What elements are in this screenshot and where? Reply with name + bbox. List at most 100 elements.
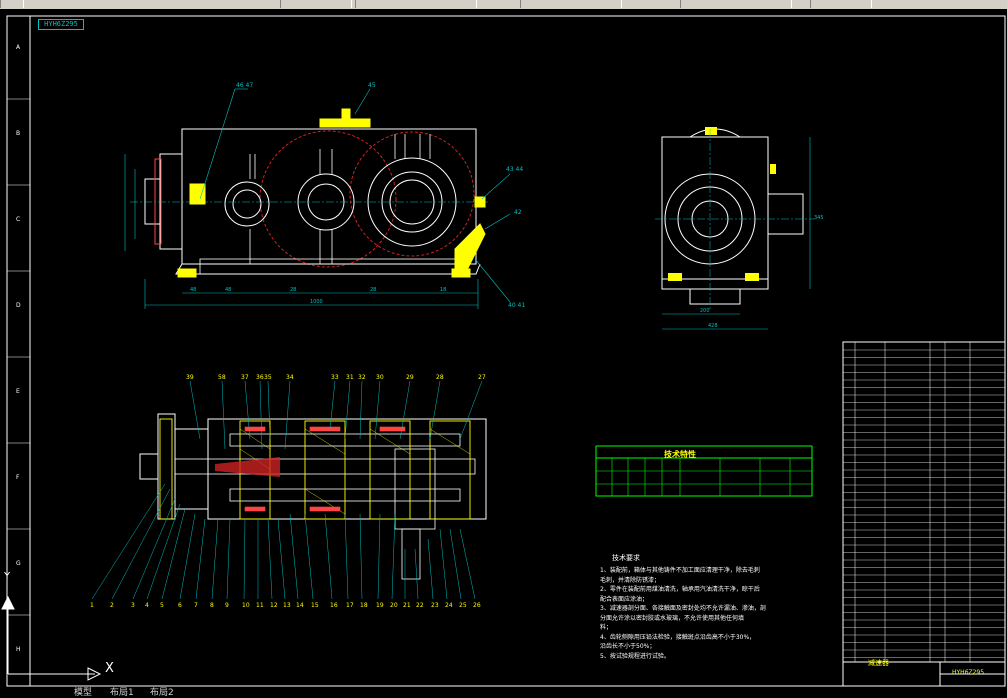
- toolbar-dropdown[interactable]: [520, 0, 622, 8]
- ucs-y-label: Y: [4, 571, 11, 582]
- spec-table-title: 技术特性: [664, 450, 696, 459]
- part-number-label: 26: [473, 602, 481, 609]
- toolbar-dropdown[interactable]: [280, 0, 352, 8]
- tech-requirement-line: 配合表面应涂油；: [600, 595, 649, 603]
- gear-circle: [349, 131, 475, 257]
- grid-dividers: [7, 98, 30, 616]
- tech-requirement-line: 1、装配前，箱体与其他铸件不加工面应清理干净，除去毛刺: [600, 567, 760, 574]
- part-number-label: 29: [406, 374, 414, 381]
- part-number-label: 6: [178, 602, 182, 609]
- part-number-label: 32: [358, 374, 366, 381]
- part-number-label: 58: [218, 374, 226, 381]
- part-number-label: 25: [459, 602, 467, 609]
- dimension-lines: [124, 154, 479, 309]
- callout-labels: 46 47 45 43 44 42 40 41: [236, 82, 525, 309]
- svg-text:200: 200: [700, 308, 710, 314]
- grid-letter: F: [16, 474, 20, 481]
- tech-requirement-line: 分面允许涂以密封胶或水玻璃，不允许使用其他任何填: [600, 614, 745, 622]
- part-number-label: 39: [186, 374, 194, 381]
- spec-table: [595, 445, 813, 497]
- gear-circle: [259, 130, 397, 268]
- ucs-x-label: X: [105, 661, 114, 676]
- toolbar-dropdown[interactable]: [680, 0, 792, 8]
- tech-requirement-line: 4、齿轮侧隙用压铅法检验，接触斑点沿齿高不小于30%，: [600, 633, 756, 641]
- tab-layout1[interactable]: 布局1: [110, 688, 134, 698]
- part-number-label: 5: [160, 602, 164, 609]
- part-number-label: 27: [478, 374, 486, 381]
- part-number-label: 10: [242, 602, 250, 609]
- svg-text:1000: 1000: [310, 299, 323, 305]
- part-number-label: 24: [445, 602, 453, 609]
- callout-label: 42: [514, 209, 522, 216]
- drawing-canvas[interactable]: A B C D E F G H: [0, 9, 1007, 689]
- part-number-label: 9: [225, 602, 229, 609]
- part-number-label: 34: [286, 374, 294, 381]
- callout-label: 45: [368, 82, 376, 89]
- grid-letter: B: [16, 130, 20, 137]
- part-number-label: 19: [376, 602, 384, 609]
- title-block-name: 减速器: [868, 659, 889, 667]
- svg-text:428: 428: [708, 323, 718, 329]
- tech-requirement-line: 3、减速器剖分面、各接触面及密封处均不允许漏油、渗油，剖: [600, 605, 766, 612]
- front-view: 1000 48 48 28 28 18 46 47 45 43 44 42 40 41: [124, 82, 525, 309]
- grid-letter: E: [16, 388, 20, 395]
- tab-layout2[interactable]: 布局2: [150, 688, 174, 698]
- svg-text:28: 28: [370, 287, 376, 293]
- drawing-id-tag: HYH6Z295: [38, 19, 84, 30]
- tech-requirement-line: 5、按试验规程进行试验。: [600, 652, 670, 660]
- part-number-label: 28: [436, 374, 444, 381]
- ucs-icon: [1, 595, 102, 681]
- title-block-code: HYH6Z295: [952, 669, 985, 676]
- grid-letters: A B C D E F G H: [16, 44, 21, 653]
- cad-drawing: A B C D E F G H: [1, 15, 1006, 687]
- svg-text:28: 28: [290, 287, 296, 293]
- grid-letter: G: [16, 560, 21, 567]
- part-number-label: 11: [256, 602, 264, 609]
- part-number-label: 3: [131, 602, 135, 609]
- callout-label: 43 44: [506, 166, 523, 173]
- part-number-label: 7: [194, 602, 198, 609]
- part-number-label: 37: [241, 374, 249, 381]
- part-number-label: 4: [145, 602, 149, 609]
- tech-requirement-line: 毛刺，并清除防锈漆；: [600, 576, 661, 584]
- svg-text:48: 48: [190, 287, 196, 293]
- part-number-label: 35: [264, 374, 272, 381]
- sheet-frame: [6, 15, 1006, 687]
- svg-text:48: 48: [225, 287, 231, 293]
- part-number-label: 2: [110, 602, 114, 609]
- toolbar-dropdown[interactable]: [355, 0, 477, 8]
- part-number-label: 12: [270, 602, 278, 609]
- layout-tabs: 模型 布局1 布局2: [0, 688, 1007, 698]
- part-number-label: 30: [376, 374, 384, 381]
- tech-requirements-title: 技术要求: [612, 554, 640, 562]
- toolbar-button[interactable]: [0, 0, 24, 8]
- part-number-label: 36: [256, 374, 264, 381]
- part-number-label: 14: [296, 602, 304, 609]
- part-number-label: 33: [331, 374, 339, 381]
- grid-letter: D: [16, 302, 21, 309]
- callout-label: 46 47: [236, 82, 253, 89]
- toolbar-dropdown[interactable]: [810, 0, 872, 8]
- part-number-label: 15: [311, 602, 319, 609]
- grid-letter: A: [16, 44, 21, 51]
- section-leaders: [91, 380, 483, 600]
- part-number-label: 18: [360, 602, 368, 609]
- callout-label: 40 41: [508, 302, 525, 309]
- part-number-label: 13: [283, 602, 291, 609]
- tech-requirement-line: 沿齿长不小于50%；: [600, 643, 656, 650]
- tech-requirement-line: 2、零件在装配前用煤油清洗，轴承用汽油清洗干净，晾干后: [600, 586, 760, 593]
- svg-text:18: 18: [440, 287, 446, 293]
- parts-list: [842, 341, 1006, 663]
- part-number-label: 31: [346, 374, 354, 381]
- tech-requirement-line: 料；: [600, 624, 613, 631]
- part-number-label: 23: [431, 602, 439, 609]
- part-number-label: 20: [390, 602, 398, 609]
- part-number-label: 21: [403, 602, 411, 609]
- grid-letter: C: [16, 216, 20, 223]
- tab-model[interactable]: 模型: [74, 688, 93, 698]
- title-block: [842, 661, 1006, 687]
